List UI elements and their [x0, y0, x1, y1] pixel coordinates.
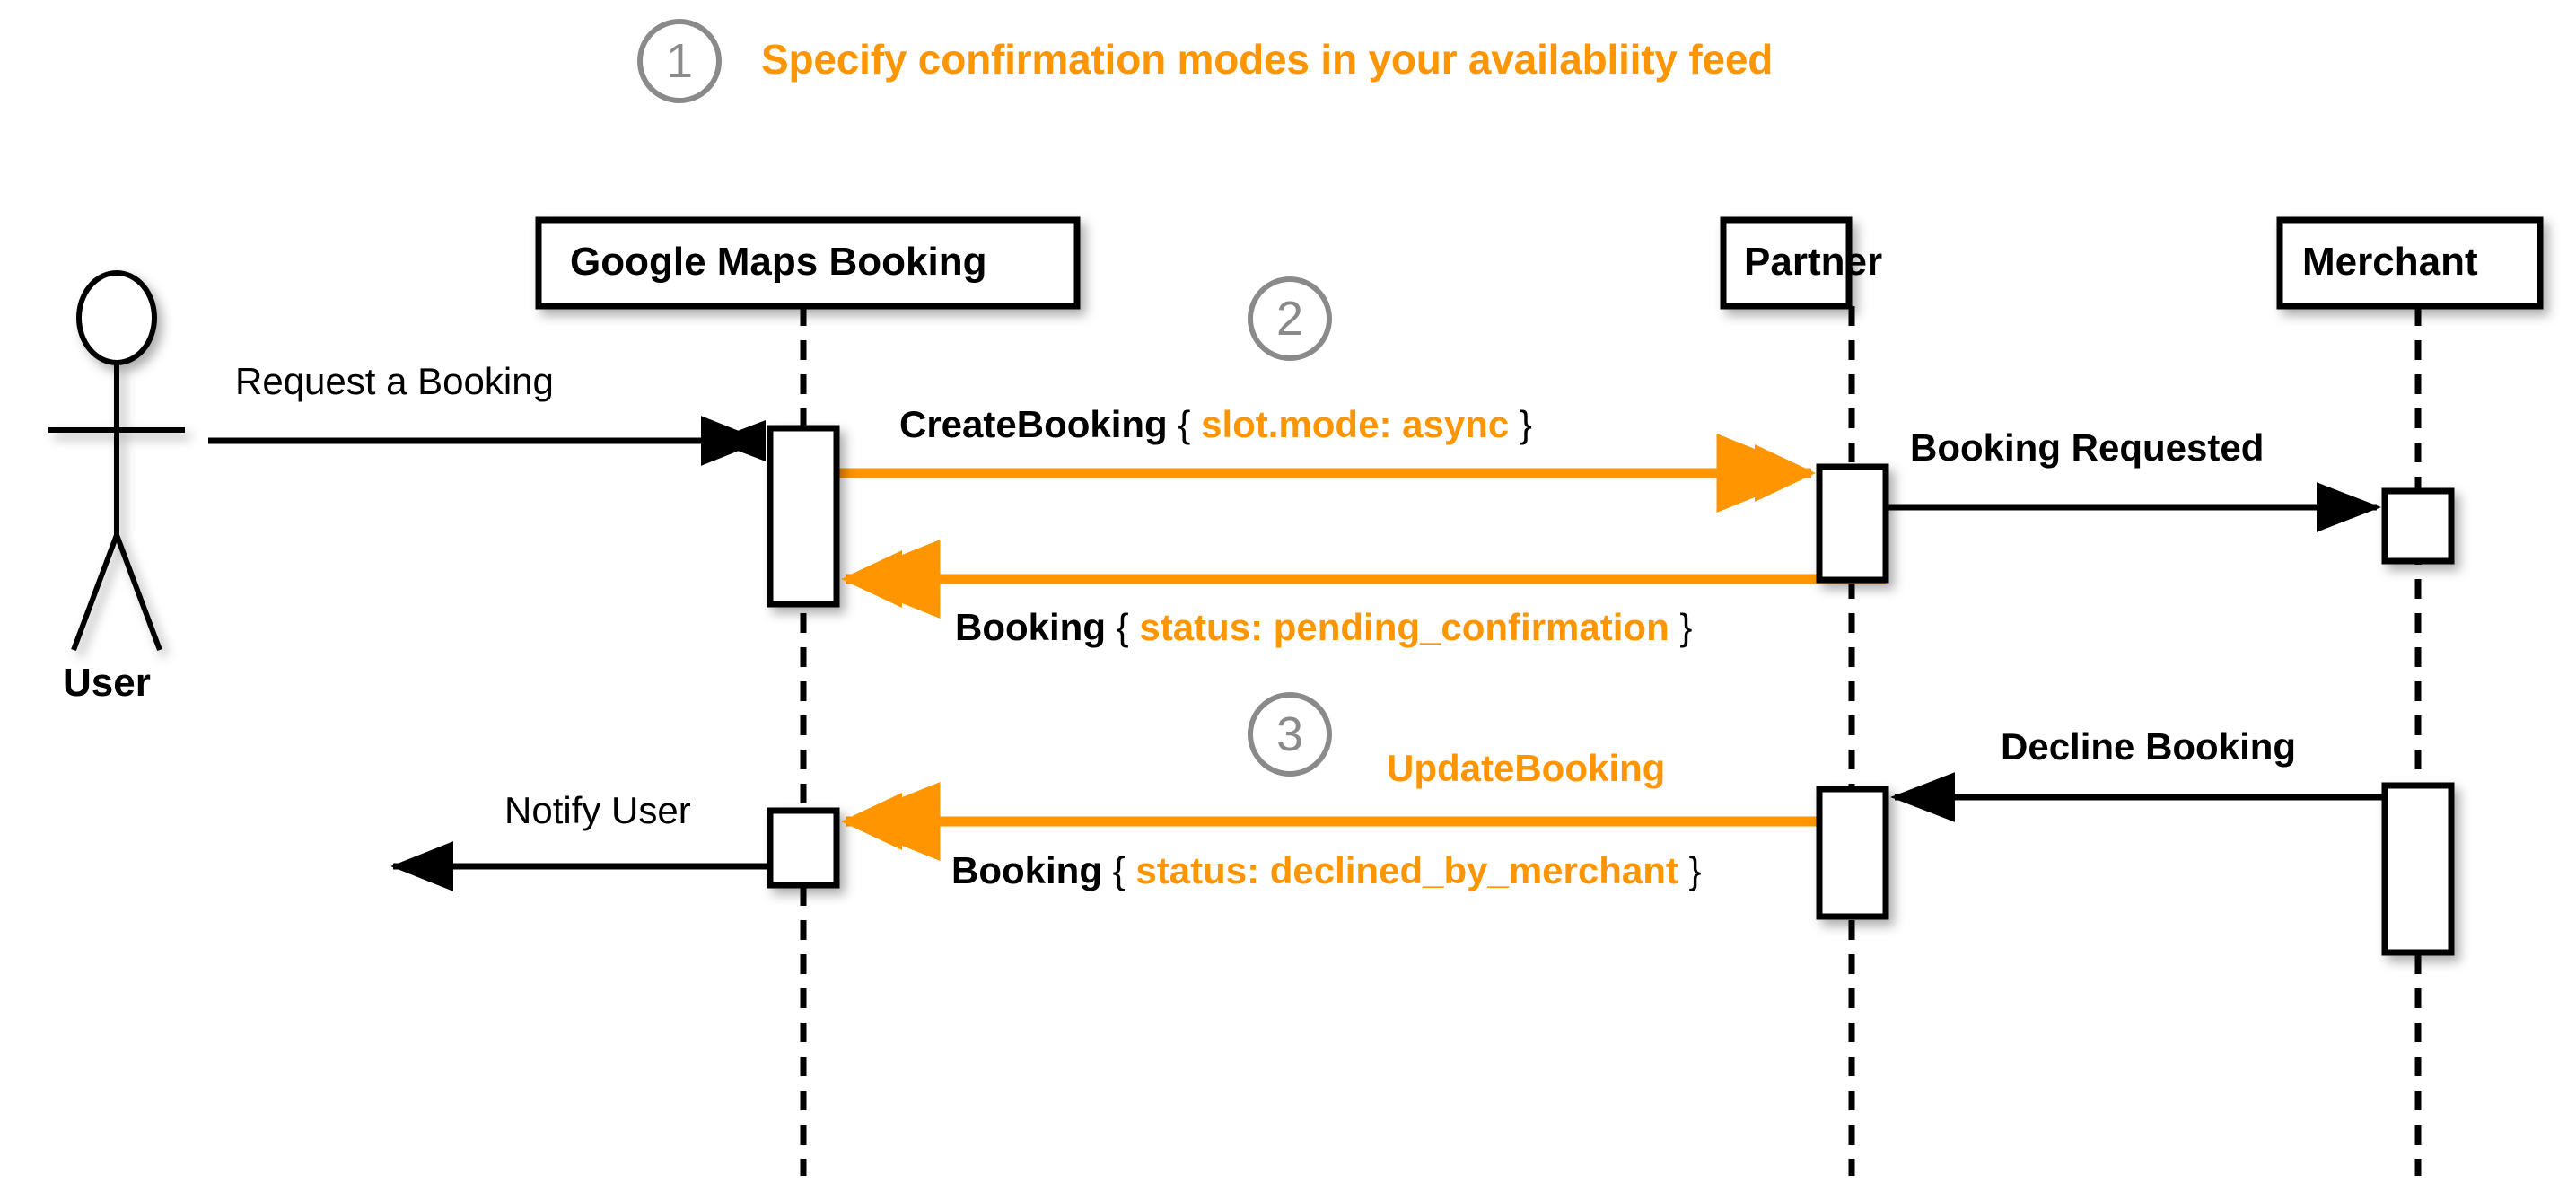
create-booking-name: CreateBooking: [899, 403, 1168, 445]
booking-declined-brace-open: {: [1101, 849, 1136, 891]
actor-box-google-maps-booking: [535, 216, 1081, 310]
create-booking-payload: slot.mode: async: [1201, 403, 1510, 445]
arrowhead-request-a-booking: [712, 420, 766, 461]
step-marker-3-number: 3: [1275, 707, 1304, 761]
actor-label-partner: Partner: [1744, 240, 1883, 284]
activation-merchant-1: [2381, 487, 2455, 565]
activation-gmb-2: [767, 807, 840, 889]
arrowhead-create-booking: [1755, 444, 1816, 502]
message-label-decline-booking: Decline Booking: [2001, 725, 2297, 768]
arrowhead-booking-requested: [2327, 487, 2381, 528]
message-label-notify-user: Notify User: [504, 789, 691, 831]
arrowhead-update-booking: [841, 793, 902, 850]
step-marker-2-circle: [1248, 276, 1332, 361]
activation-partner-1: [1816, 463, 1889, 584]
booking-declined-payload: status: declined_by_merchant: [1135, 849, 1678, 891]
message-label-create-booking: CreateBooking { slot.mode: async }: [899, 406, 1532, 443]
create-booking-brace-open: {: [1167, 403, 1202, 445]
message-label-request-a-booking: Request a Booking: [235, 360, 554, 402]
message-label-update-booking: UpdateBooking: [1387, 747, 1666, 789]
activation-gmb-1: [767, 425, 840, 608]
message-label-booking-pending-confirmation: Booking { status: pending_confirmation }: [955, 609, 1692, 646]
booking-pending-name: Booking: [955, 606, 1106, 648]
activation-merchant-2: [2381, 782, 2455, 956]
activation-partner-2: [1816, 786, 1889, 920]
actor-label-google-maps-booking: Google Maps Booking: [570, 240, 987, 284]
booking-pending-payload: status: pending_confirmation: [1139, 606, 1669, 648]
actor-box-partner: [1720, 216, 1853, 310]
create-booking-brace-close: }: [1509, 403, 1532, 445]
message-label-booking-declined: Booking { status: declined_by_merchant }: [951, 852, 1702, 890]
booking-pending-brace-close: }: [1669, 606, 1693, 648]
arrowhead-booking-pending: [841, 550, 902, 608]
actor-box-merchant: [2276, 216, 2544, 310]
booking-declined-name: Booking: [951, 849, 1102, 891]
step-marker-1-number: 1: [665, 34, 694, 88]
message-label-booking-requested: Booking Requested: [1910, 426, 2265, 469]
step-marker-1-circle: [637, 19, 722, 103]
booking-pending-brace-open: {: [1105, 606, 1140, 648]
actor-label-user: User: [63, 661, 151, 705]
arrowhead-decline-booking: [1890, 777, 1944, 818]
actor-label-merchant: Merchant: [2302, 240, 2478, 284]
user-stick-figure: [48, 270, 185, 652]
step-marker-2-number: 2: [1275, 292, 1304, 346]
booking-declined-brace-close: }: [1678, 849, 1702, 891]
step-marker-3-circle: [1248, 692, 1332, 777]
page-title: Specify confirmation modes in your avail…: [761, 36, 1774, 83]
